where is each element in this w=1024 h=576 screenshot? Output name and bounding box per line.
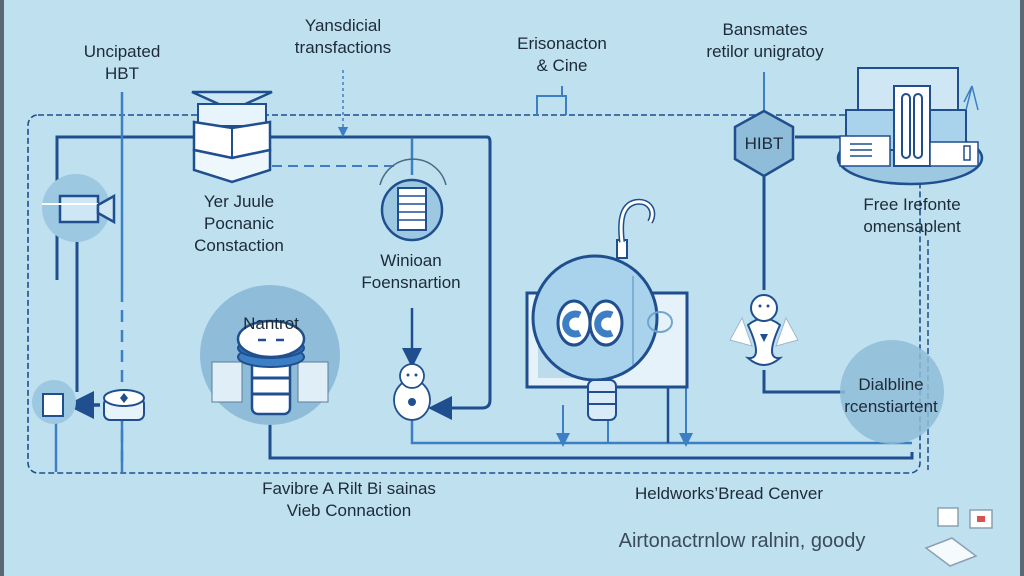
label-heldworks: Heldworks’Bread Cenver	[634, 484, 824, 503]
database-icon	[200, 285, 340, 425]
label-line: Winioan	[380, 251, 442, 270]
devices-icon	[924, 507, 993, 567]
label-nantrot: Nantrot	[243, 314, 299, 333]
label-line: transfactions	[294, 38, 392, 57]
label-line: & Cine	[536, 56, 588, 75]
label-line: Yer Juule	[203, 192, 275, 211]
datacenter-icon	[836, 67, 984, 186]
label-line: Yansdicial	[304, 16, 382, 35]
label-bansmates: Bansmates retilor unigratoy	[706, 19, 823, 63]
stacked-box-icon	[191, 90, 273, 184]
jar-icon	[32, 380, 76, 424]
label-line: Uncipated	[83, 42, 161, 61]
connector-main-loop	[55, 135, 492, 420]
label-winioan: Winioan Foensnartion	[361, 250, 460, 294]
connector-mascot-bus	[410, 420, 912, 445]
circle-icon	[840, 340, 944, 444]
label-line: Pocnanic	[204, 214, 274, 233]
label-free-irefonte: Free Irefonte omensaplent	[863, 194, 960, 238]
label-line: Free Irefonte	[863, 195, 961, 214]
label-airtonaction: Airtonactrnlow ralnin, goody	[618, 530, 866, 552]
label-yansdicial: Yansdicial transfactions	[295, 15, 391, 59]
frame-border-left	[0, 0, 4, 576]
angel-mascot-icon	[729, 294, 799, 366]
robot-head-icon	[525, 198, 689, 421]
server-stack-icon	[379, 158, 447, 242]
connector-erisonacton	[536, 86, 567, 115]
label-dialbline: Dialbline rcenstiartent	[844, 374, 938, 418]
mascot-icon	[393, 363, 431, 421]
hexagon-icon	[733, 109, 795, 178]
label-favibre: Favibre A Rilt Bi sainas Vieb Connaction	[262, 478, 436, 522]
label-line: retilor unigratoy	[706, 42, 824, 61]
label-yer-juule: Yer Juule Pocnanic Constaction	[194, 191, 284, 257]
label-line: Vieb Connaction	[286, 501, 412, 520]
label-line: Bansmates	[722, 20, 808, 39]
label-line: Favibre A Rilt Bi sainas	[262, 479, 436, 498]
frame-border-right	[1020, 0, 1024, 576]
label-line: Dialbline	[858, 375, 924, 394]
label-line: Foensnartion	[361, 273, 461, 292]
label-uncipated-hbt: Uncipated HBT	[84, 41, 161, 85]
label-hibt: HIBT	[744, 134, 784, 153]
connector-angel-dialbline	[762, 370, 845, 394]
video-camera-icon	[42, 174, 116, 242]
disk-icon	[103, 389, 145, 421]
label-line: HBT	[105, 64, 139, 83]
connector-nantrot-bus	[268, 420, 914, 460]
label-erisonacton: Erisonacton & Cine	[517, 33, 607, 77]
label-line: rcenstiartent	[844, 397, 938, 416]
label-line: omensaplent	[863, 217, 961, 236]
label-line: Erisonacton	[517, 34, 607, 53]
outer-dashed-boundary	[27, 114, 921, 474]
label-line: Constaction	[194, 236, 284, 255]
